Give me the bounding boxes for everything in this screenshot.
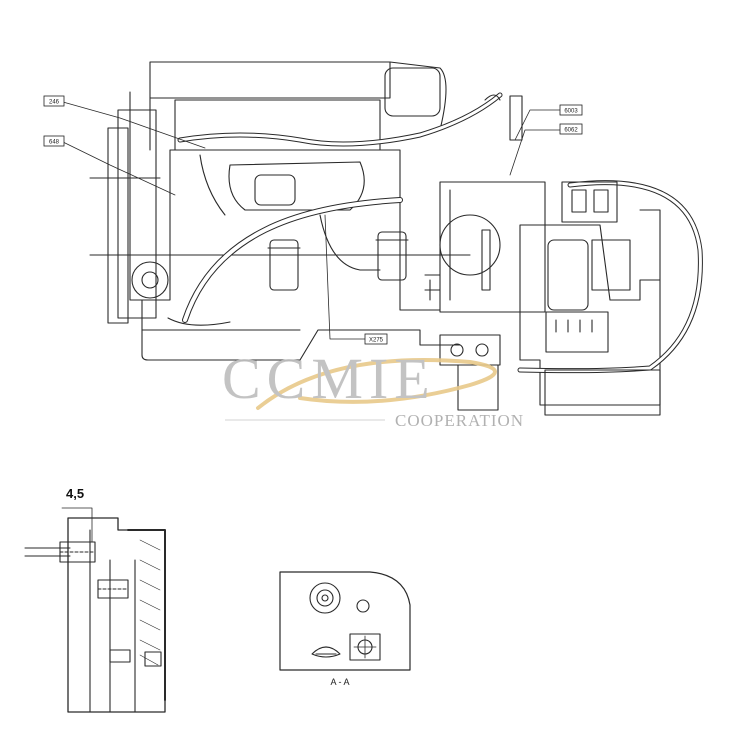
callout-6003: 6003 (559, 104, 583, 116)
section-label: A - A (330, 677, 349, 687)
flange-detail-section (24, 507, 166, 713)
callout-leaders (62, 101, 561, 340)
callout-246-label: 246 (49, 100, 60, 106)
callout-6062-label: 6062 (564, 128, 578, 134)
watermark-subtitle: COOPERATION (395, 411, 524, 430)
callout-648: 648 (43, 135, 65, 147)
callout-x275: X275 (364, 333, 388, 345)
watermark-brand: CCMIE (222, 346, 436, 411)
callout-6062: 6062 (559, 123, 583, 135)
watermark-swoosh (256, 357, 497, 410)
watermark-logo: CCMIE COOPERATION (222, 346, 524, 430)
section-a-a-view (279, 571, 411, 671)
callout-648-label: 648 (49, 140, 60, 146)
callout-tags: 246 648 6003 6062 X275 (43, 95, 583, 345)
callout-6003-label: 6003 (564, 109, 578, 115)
callout-x275-label: X275 (369, 338, 384, 344)
engine-side-view (89, 61, 703, 416)
dimension-label: 4,5 (66, 486, 84, 501)
callout-246: 246 (43, 95, 65, 107)
